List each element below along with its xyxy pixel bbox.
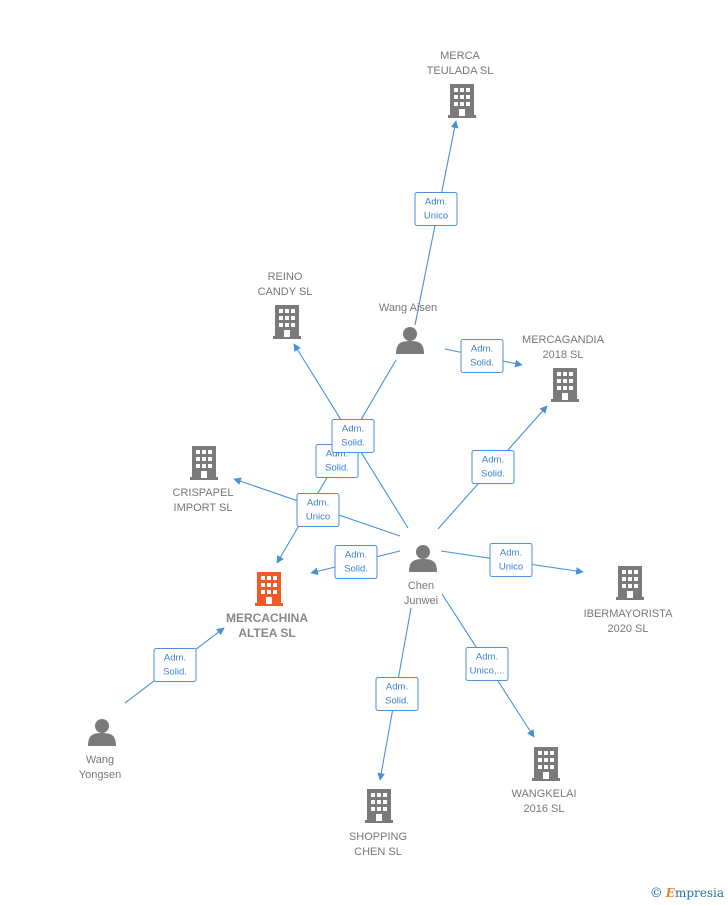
node-shopping_chen[interactable]: SHOPPING CHEN SL [349,789,407,858]
building-icon [532,747,560,781]
person-icon [409,545,437,572]
edge-label-box[interactable]: Adm. Unico [296,493,340,527]
node-ibermayorista[interactable]: IBERMAYORISTA 2020 SL [584,566,673,635]
person-icon [88,719,116,746]
edge-label-text: Unico [499,562,523,573]
edge-label-text: Solid. [385,696,409,707]
copyright-icon: © [649,886,663,901]
edge-label-text: Adm. [471,344,493,355]
node-crispapel[interactable]: CRISPAPEL IMPORT SL [173,446,234,514]
node-mercagandia[interactable]: MERCAGANDIA 2018 SL [522,334,605,402]
node-label: MERCA [440,50,480,62]
edge-label-text: Adm. [482,455,504,466]
edge-label-frame [375,677,419,711]
edge-label-frame [414,192,458,226]
node-label: CANDY SL [258,286,313,298]
node-label: IMPORT SL [174,502,233,514]
edge-label-text: Solid. [470,358,494,369]
node-label: TEULADA SL [427,65,494,77]
edge-label-box[interactable]: Adm. Solid. [334,545,378,579]
edge-label-text: Adm. [307,498,329,509]
edge-label-frame [153,648,197,682]
node-label: Wang Aisen [379,302,437,314]
node-label: MERCACHINA [226,611,308,625]
node-wangkelai[interactable]: WANGKELAI 2016 SL [512,747,577,815]
edge-label-text: Adm. [326,449,348,460]
building-icon [448,84,476,118]
node-reino_candy[interactable]: REINO CANDY SL [258,271,313,339]
edge-label-text: Adm. [425,197,447,208]
logo-text: mpresia [674,886,724,900]
edge-label-frame [465,647,509,681]
node-label: 2016 SL [524,803,565,815]
building-icon [616,566,644,600]
node-label: MERCAGANDIA [522,334,605,346]
building-icon [551,368,579,402]
node-label: SHOPPING [349,831,407,843]
node-label: CHEN SL [354,846,402,858]
node-label: Wang [86,754,114,766]
edge-label-text: Adm. [342,424,364,435]
edge-label-text: Solid. [341,438,365,449]
edge-label-box[interactable]: Adm. Solid. [375,677,419,711]
node-label: WANGKELAI [512,788,577,800]
edge-label-box[interactable]: Adm. Unico,... [465,647,509,681]
edge-label-frame [489,543,533,577]
edge-label-box[interactable]: Adm. Solid. [460,339,504,373]
node-label: 2020 SL [608,623,649,635]
building-icon [273,305,301,339]
node-merca_teulada[interactable]: MERCA TEULADA SL [427,50,494,118]
edge-label-text: Adm. [476,652,498,663]
edge-label-box[interactable]: Adm. Unico [414,192,458,226]
edge-label-text: Unico [424,211,448,222]
edge-label-text: Solid. [344,564,368,575]
logo-letter: E [665,886,675,900]
edge-label-box[interactable]: Adm. Solid. [331,419,375,453]
edge-label-frame [471,450,515,484]
edge-label-text: Adm. [386,682,408,693]
node-wang_aisen[interactable]: Wang Aisen [379,302,437,354]
building-icon [190,446,218,480]
edge-label-text: Solid. [325,463,349,474]
node-label: CRISPAPEL [173,487,234,499]
empresia-logo[interactable]: ©Empresia [650,886,724,901]
edge-label-frame [331,419,375,453]
edge-label-text: Adm. [500,548,522,559]
edge-label-text: Unico,... [470,666,505,677]
edge-label-box[interactable]: Adm. Solid. [471,450,515,484]
edge-label-text: Adm. [345,550,367,561]
edge-label-text: Unico [306,512,330,523]
edge-label-box[interactable]: Adm. Unico [489,543,533,577]
edge-label-frame [296,493,340,527]
person-icon [396,327,424,354]
node-label: 2018 SL [543,349,584,361]
building-icon [255,572,283,606]
edge-label-frame [460,339,504,373]
edge-label-box[interactable]: Adm. Solid. [153,648,197,682]
edge-label-text: Solid. [163,667,187,678]
building-icon [365,789,393,823]
node-label: Yongsen [79,769,121,781]
node-label: Chen [408,580,434,592]
node-label: ALTEA SL [238,626,295,640]
node-label: REINO [268,271,303,283]
edge-label-text: Solid. [481,469,505,480]
node-label: Junwei [404,595,438,607]
edge-label-text: Adm. [164,653,186,664]
edge-label-frame [334,545,378,579]
node-label: IBERMAYORISTA [584,608,673,620]
